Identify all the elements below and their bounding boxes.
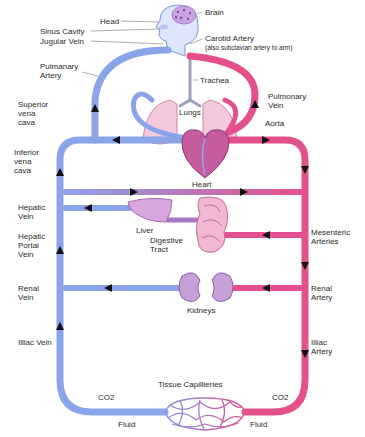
vessel-label: Illiac Vein xyxy=(18,338,52,347)
leader-lines-part xyxy=(91,29,160,31)
flow-arrow-part xyxy=(251,100,259,108)
digestive-tract xyxy=(196,197,227,252)
head-figure-part xyxy=(177,11,179,13)
vessel-label: Aorta xyxy=(265,119,305,128)
vessels-part xyxy=(60,140,182,412)
vessels-part xyxy=(190,56,255,132)
vessel-label: Mesenteric Arteries xyxy=(311,228,361,246)
leader-lines-part xyxy=(193,80,198,81)
leader-lines-part xyxy=(190,39,202,44)
flow-arrow-part xyxy=(56,322,64,330)
gas-label: CO2 xyxy=(272,393,296,402)
vessel-label: Carotid Artery xyxy=(205,34,295,43)
region-label: Tissue Capillieries xyxy=(158,380,258,389)
organ-label: Kidneys xyxy=(187,306,232,315)
liver-part xyxy=(128,198,172,222)
capillary-network-part xyxy=(165,398,245,430)
flow-arrow-part xyxy=(262,284,270,292)
head-figure-part xyxy=(183,9,185,11)
leader-lines xyxy=(82,12,202,80)
flow-arrow-part xyxy=(112,136,120,144)
heart-part xyxy=(182,130,229,178)
flow-arrow-part xyxy=(262,136,270,144)
vessels-part xyxy=(226,232,305,238)
flow-arrow-part xyxy=(104,284,112,292)
leader-lines-part xyxy=(197,12,202,14)
heart-part xyxy=(203,138,206,175)
organ-label: Heart xyxy=(191,180,223,189)
flow-arrow-part xyxy=(301,350,309,358)
capillary-network-part xyxy=(172,423,238,427)
kidneys xyxy=(179,273,233,302)
digestive-tract-part xyxy=(196,197,227,252)
part-label: Sinus Cavity xyxy=(40,27,92,36)
head-figure-part xyxy=(175,16,177,18)
flow-arrow-part xyxy=(56,246,64,254)
head-figure-part xyxy=(180,17,182,19)
trachea-part xyxy=(180,100,190,106)
vessels-part xyxy=(229,140,305,412)
vessel-label: Pulmanary Artery xyxy=(40,62,82,80)
heart xyxy=(182,130,229,178)
vessels-part xyxy=(60,205,130,211)
organ-label: Brain xyxy=(205,8,245,17)
head-figure-part xyxy=(172,6,196,24)
flow-arrow xyxy=(56,100,309,358)
capillary-network xyxy=(165,398,245,430)
vessel-label: Renal Vein xyxy=(18,284,52,302)
vessels-part xyxy=(225,100,236,134)
note-label: (also subclavian artery to arm) xyxy=(205,44,335,51)
leader-lines-part xyxy=(82,72,98,76)
kidneys-part xyxy=(179,273,200,302)
head-figure-part xyxy=(189,12,191,14)
organ-label: Digestive Tract xyxy=(150,236,194,254)
liver xyxy=(128,198,172,222)
trachea-part xyxy=(189,56,192,100)
vessel-label: Renal Artery xyxy=(311,284,341,302)
flow-arrow-part xyxy=(56,168,64,176)
kidneys-part xyxy=(212,273,233,302)
digestive-tract-part xyxy=(202,205,222,242)
vessels-part xyxy=(60,189,305,195)
vessel-label: Inferior vena cava xyxy=(14,148,47,175)
organ-label: Liver xyxy=(136,226,166,235)
vessel-label: Hepatic Vein xyxy=(18,203,54,221)
leader-lines-part xyxy=(91,41,163,44)
leader-lines-part xyxy=(121,21,158,22)
vessels-part xyxy=(60,285,180,291)
flow-arrow-part xyxy=(301,166,309,174)
fluid-label: Fluid xyxy=(118,420,148,429)
vessel-label: Superior vena cava xyxy=(18,100,51,127)
flow-arrow-part xyxy=(301,262,309,270)
vessel-label: Jugular Vein xyxy=(40,37,92,46)
trachea-part xyxy=(190,100,200,106)
flow-arrow-part xyxy=(91,104,99,112)
flow-arrow-part xyxy=(262,231,270,239)
trachea xyxy=(180,56,200,106)
part-label: Head xyxy=(100,17,124,26)
flow-arrow-part xyxy=(84,204,92,212)
vessels-part xyxy=(232,285,305,291)
gas-label: CO2 xyxy=(98,393,122,402)
vessel-label: Illiac Artery xyxy=(311,338,345,356)
flow-arrow-part xyxy=(130,188,138,196)
vessel-label: Pulmonary Vein xyxy=(268,92,313,110)
organ-label: Lungs xyxy=(179,108,203,117)
flow-arrow-part xyxy=(240,188,248,196)
head-figure-part xyxy=(187,18,189,20)
capillary-network-part xyxy=(168,413,242,422)
head-figure-part xyxy=(160,25,168,30)
vessels-part xyxy=(168,218,196,223)
vessel-label: Hepatic Portal Vein xyxy=(18,232,54,259)
vessels-part xyxy=(95,50,168,140)
part-label: Trachea xyxy=(200,76,240,85)
fluid-label: Fluid xyxy=(250,420,280,429)
